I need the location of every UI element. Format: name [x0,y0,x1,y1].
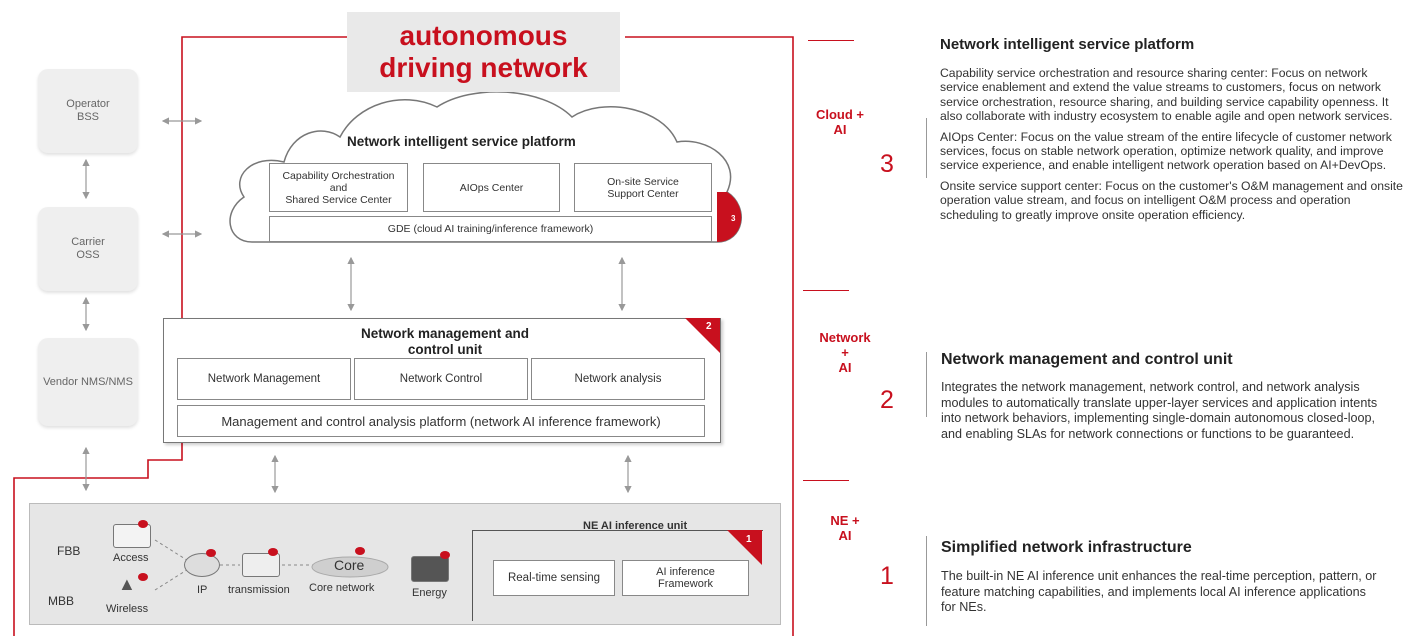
cloud-platform-title: Network intelligent service platform [347,134,576,149]
desc-rule-3 [926,536,927,626]
transmission-label: transmission [228,584,290,596]
vendor-nms-box: Vendor NMS/NMS [38,338,138,426]
layer-tag-cloud-ai: Cloud + AI [815,107,865,137]
wireless-status-dot [138,573,148,581]
layer-number-3: 3 [880,150,894,178]
infra-desc-title: Simplified network infrastructure [941,539,1192,556]
mgmt-badge: 2 [706,321,712,332]
ai-inference-framework-box: AI inference Framework [622,560,749,596]
access-status-dot [138,520,148,528]
layer-number-1: 1 [880,562,894,590]
ip-router-icon [184,553,220,577]
mgmt-desc-title: Network management and control unit [941,351,1233,368]
platform-desc-paragraph: AIOps Center: Focus on the value stream … [940,129,1392,173]
access-label: Access [113,552,149,564]
mgmt-unit-title: Network management and control unit [360,326,530,357]
network-analysis-label: Network analysis [574,373,662,385]
core-network-label: Core network [309,582,375,594]
mgmt-desc-paragraph: Integrates the network management, netwo… [941,380,1378,441]
layer-number-2: 2 [880,386,894,414]
ne-device-links [154,539,389,591]
core-label: Core [334,557,365,573]
mbb-label: MBB [48,594,75,608]
diagram-title-line1: autonomous [399,20,568,51]
left-connectors [82,117,632,494]
network-management-label: Network Management [207,373,321,385]
separator-top [808,40,854,41]
gde-framework-box: GDE (cloud AI training/inference framewo… [269,216,712,242]
network-analysis-box: Network analysis [531,358,705,400]
network-management-box: Network Management [177,358,351,400]
separator-bottom [803,480,849,481]
operator-bss-box: Operator BSS [38,69,138,153]
access-device-icon [113,524,151,548]
ne-badge-corner [727,530,762,565]
ne-badge: 1 [746,534,752,545]
network-control-label: Network Control [399,373,483,385]
realtime-sensing-label: Real-time sensing [507,572,601,584]
infra-desc-body: The built-in NE AI inference unit enhanc… [941,569,1381,622]
platform-desc-body: Capability service orchestration and res… [940,66,1408,228]
diagram-title-box: autonomous driving network [347,12,620,92]
cloud-badge: 3 [731,214,736,223]
ne-inference-title: NE AI inference unit [583,520,688,532]
platform-desc-paragraph: Capability service orchestration and res… [940,66,1393,124]
platform-desc-paragraph: Onsite service support center: Focus on … [940,178,1403,222]
aiops-center-box: AIOps Center [423,163,560,212]
energy-label: Energy [412,587,447,599]
carrier-oss-label: Carrier OSS [71,236,105,261]
core-status-dot [355,547,365,555]
mgmt-desc-body: Integrates the network management, netwo… [941,380,1381,448]
aiops-center-label: AIOps Center [459,181,524,194]
network-control-box: Network Control [354,358,528,400]
layer-tag-network-ai: Network + AI [819,330,871,375]
vendor-nms-label: Vendor NMS/NMS [43,375,133,388]
mgmt-badge-corner [685,318,720,353]
gde-framework-label: GDE (cloud AI training/inference framewo… [387,223,594,235]
energy-device-icon [411,556,449,582]
platform-desc-title: Network intelligent service platform [940,36,1195,53]
desc-rule-1 [926,118,927,178]
operator-bss-label: Operator BSS [66,98,110,123]
ip-label: IP [197,584,208,596]
ne-inference-panel [472,530,763,621]
desc-rule-2 [926,352,927,417]
capability-orchestration-box: Capability Orchestration and Shared Serv… [269,163,408,212]
ai-inference-framework-label: AI inference Framework [656,566,715,590]
fbb-label: FBB [57,544,81,558]
energy-status-dot [440,551,450,559]
mgmt-platform-label: Management and control analysis platform… [221,413,661,429]
onsite-support-label: On-site Service Support Center [607,175,679,200]
layer-tag-ne-ai: NE + AI [830,513,860,543]
transmission-device-icon [242,553,280,577]
wireless-label: Wireless [106,603,149,615]
ip-status-dot [206,549,216,557]
onsite-support-box: On-site Service Support Center [574,163,712,212]
carrier-oss-box: Carrier OSS [38,207,138,291]
transmission-status-dot [268,548,278,556]
infra-desc-paragraph: The built-in NE AI inference unit enhanc… [941,569,1377,615]
separator-middle [803,290,849,291]
capability-orchestration-label: Capability Orchestration and Shared Serv… [282,169,395,206]
diagram-title-line2: driving network [379,52,588,83]
mgmt-platform-box: Management and control analysis platform… [177,405,705,437]
realtime-sensing-box: Real-time sensing [493,560,615,596]
wireless-tower-icon: ▲ [118,574,136,594]
